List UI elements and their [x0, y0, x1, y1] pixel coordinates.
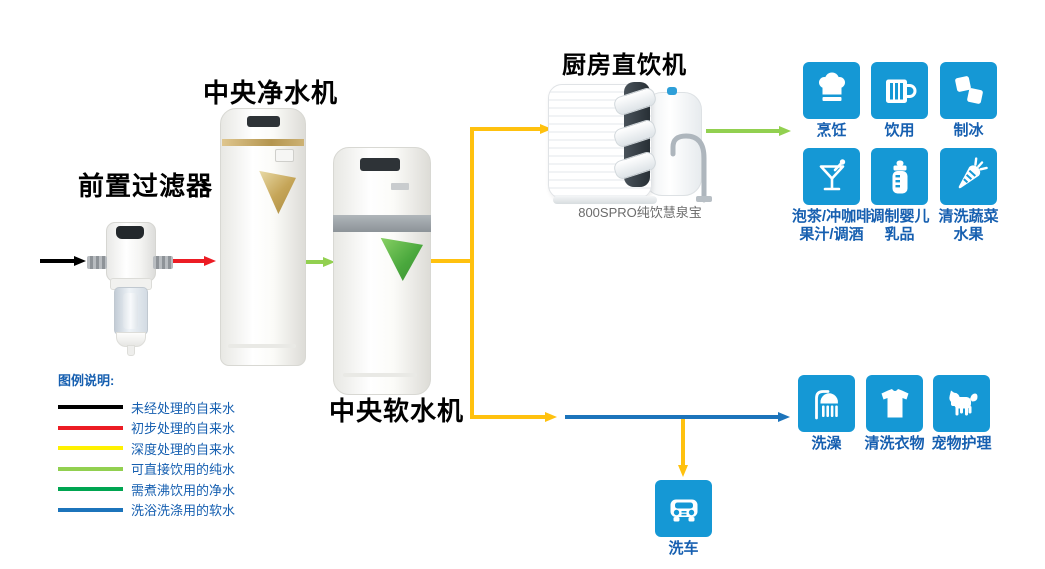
use-cooking: 烹饪 [803, 62, 860, 139]
t-shirt-icon [881, 388, 908, 417]
wash-produce-tile [940, 148, 997, 205]
bathing-tile [798, 375, 855, 432]
kitchen-machine-caption: 800SPRO纯饮慧泉宝 [578, 205, 702, 220]
dog-icon [948, 390, 977, 415]
ice-cubes-icon [954, 75, 983, 104]
prefilter-label: 前置过滤器 [78, 171, 214, 201]
ice-making-tile [940, 62, 997, 119]
use-caption: 调制婴儿 乳品 [869, 208, 930, 243]
use-caption: 泡茶/冲咖啡 果汁/调酒 [791, 208, 872, 243]
use-bathing: 洗澡 [798, 375, 855, 452]
legend-label: 可直接饮用的纯水 [131, 462, 236, 478]
use-pet-care: 宠物护理 [931, 375, 992, 452]
use-caption: 烹饪 [816, 122, 847, 139]
use-beverages: 泡茶/冲咖啡 果汁/调酒 [792, 148, 871, 243]
car-wash-tile [655, 480, 712, 537]
legend-swatch-pure [58, 466, 123, 471]
softener-device [333, 147, 431, 395]
use-drinking: 饮用 [871, 62, 928, 139]
legend-label: 深度处理的自来水 [131, 441, 236, 457]
use-wash-produce: 清洗蔬菜 水果 [938, 148, 999, 243]
carrot-icon [958, 156, 988, 188]
use-car-wash: 洗车 [655, 480, 712, 557]
pet-care-tile [933, 375, 990, 432]
drinking-uses-group: 烹饪 饮用 制冰 [790, 60, 1020, 255]
use-caption: 清洗蔬菜 水果 [938, 208, 999, 243]
legend-row: 深度处理的自来水 [58, 438, 235, 459]
beverages-tile [803, 148, 860, 205]
prefilter-inlet-fitting [87, 256, 107, 269]
purifier-button [275, 149, 294, 162]
kitchen-machine-label: 厨房直饮机 [562, 52, 687, 79]
legend-title: 图例说明: [58, 373, 115, 388]
softener-logo [391, 183, 409, 190]
legend-label: 需煮沸饮用的净水 [131, 482, 236, 498]
prefilter-outlet-fitting [153, 256, 173, 269]
legend-swatch-deep [58, 446, 123, 451]
legend-row: 可直接饮用的纯水 [58, 459, 235, 480]
prefilter-display [116, 226, 144, 239]
legend-swatch-boiled [58, 487, 123, 492]
legend: 图例说明: 未经处理的自来水 初步处理的自来水 深度处理的自来水 可直接饮用的纯… [58, 370, 235, 520]
mug-icon [885, 79, 916, 103]
softener-bottom-seam [343, 373, 417, 377]
cooking-tile [803, 62, 860, 119]
shower-icon [814, 389, 838, 419]
laundry-tile [866, 375, 923, 432]
purifier-body [220, 108, 306, 366]
arrow-to-kitchen-machine [470, 124, 552, 263]
cocktail-icon [819, 158, 845, 190]
use-caption: 宠物护理 [931, 435, 992, 452]
softener-body [333, 147, 431, 395]
legend-swatch-soft [58, 507, 123, 512]
legend-label: 洗浴洗涤用的软水 [131, 503, 236, 519]
use-ice-making: 制冰 [940, 62, 997, 139]
legend-row: 未经处理的自来水 [58, 397, 235, 418]
washing-uses-group: 洗澡 清洗衣物 [790, 373, 1000, 463]
purifier-display [247, 116, 280, 127]
prefilter-drain-tip [127, 345, 135, 356]
purifier-label: 中央净水机 [203, 78, 339, 108]
prefilter-clear-housing [114, 287, 148, 335]
kitchen-tank-valve [667, 87, 677, 95]
drinking-tile [871, 62, 928, 119]
legend-swatch-untreated [58, 405, 123, 410]
kitchen-machine-device [548, 78, 718, 208]
legend-label: 未经处理的自来水 [131, 400, 236, 416]
use-laundry: 清洗衣物 [864, 375, 925, 452]
legend-row: 初步处理的自来水 [58, 418, 235, 439]
car-icon [670, 499, 697, 521]
prefilter-device [85, 220, 175, 356]
purifier-bottom-seam [228, 344, 296, 348]
kitchen-base [553, 196, 657, 204]
use-caption: 洗车 [668, 540, 699, 557]
use-caption: 制冰 [953, 122, 984, 139]
softener-gray-band [333, 215, 431, 232]
use-caption: 洗澡 [811, 435, 842, 452]
legend-row: 需煮沸饮用的净水 [58, 479, 235, 500]
prefilter-cartridge [123, 293, 138, 329]
softener-display [360, 158, 400, 171]
use-caption: 清洗衣物 [864, 435, 925, 452]
legend-swatch-primary [58, 425, 123, 430]
baby-formula-tile [871, 148, 928, 205]
softener-label: 中央软水机 [329, 396, 465, 426]
legend-label: 初步处理的自来水 [131, 421, 236, 437]
chef-hat-icon [818, 72, 845, 101]
purifier-gold-band [222, 139, 304, 146]
kitchen-faucet [670, 133, 712, 203]
purifier-device [220, 108, 306, 366]
use-baby-formula: 调制婴儿 乳品 [869, 148, 930, 243]
legend-row: 洗浴洗涤用的软水 [58, 500, 235, 521]
arrow-to-bottom-branch [470, 259, 557, 422]
baby-bottle-icon [892, 160, 907, 193]
use-caption: 饮用 [884, 122, 915, 139]
